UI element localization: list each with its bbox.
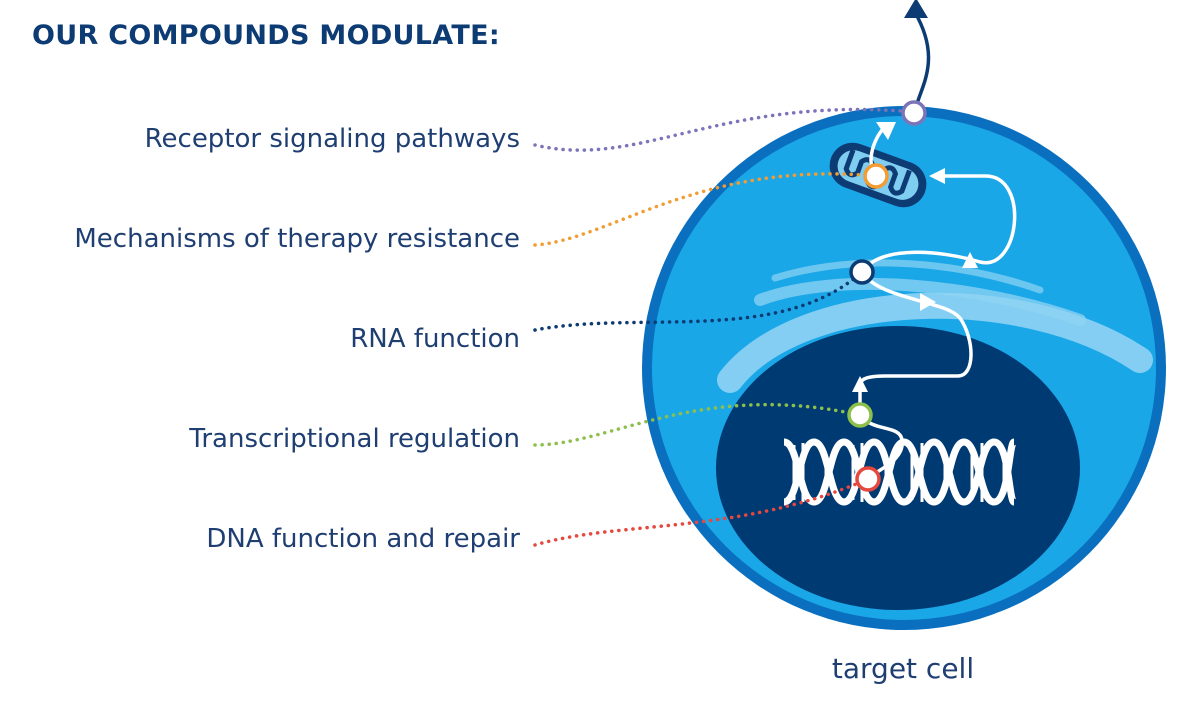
label-dna-function-repair: DNA function and repair (206, 524, 520, 554)
connector-transcription (533, 402, 862, 447)
dna-helix (782, 438, 1018, 506)
target-cell-caption: target cell (831, 652, 975, 685)
diagram-title: OUR COMPOUNDS MODULATE: (32, 20, 500, 51)
connector-dna (533, 477, 870, 547)
endoplasmic-reticulum (717, 259, 1153, 393)
node-resistance (863, 163, 889, 189)
connector-lines (533, 107, 916, 547)
connector-receptor (533, 107, 916, 152)
node-transcription (847, 402, 873, 428)
node-dna (855, 466, 881, 492)
exit-arrowhead (904, 0, 928, 18)
label-receptor-signaling: Receptor signaling pathways (144, 124, 520, 154)
pathway-arrowheads (852, 122, 978, 392)
nucleus (716, 326, 1080, 610)
label-rna-function: RNA function (350, 324, 520, 354)
connector-rna (533, 270, 864, 332)
label-transcriptional-regulation: Transcriptional regulation (189, 424, 520, 454)
connector-resistance (533, 172, 878, 247)
node-receptor (901, 100, 927, 126)
node-rna (849, 259, 875, 285)
label-therapy-resistance: Mechanisms of therapy resistance (74, 224, 520, 254)
